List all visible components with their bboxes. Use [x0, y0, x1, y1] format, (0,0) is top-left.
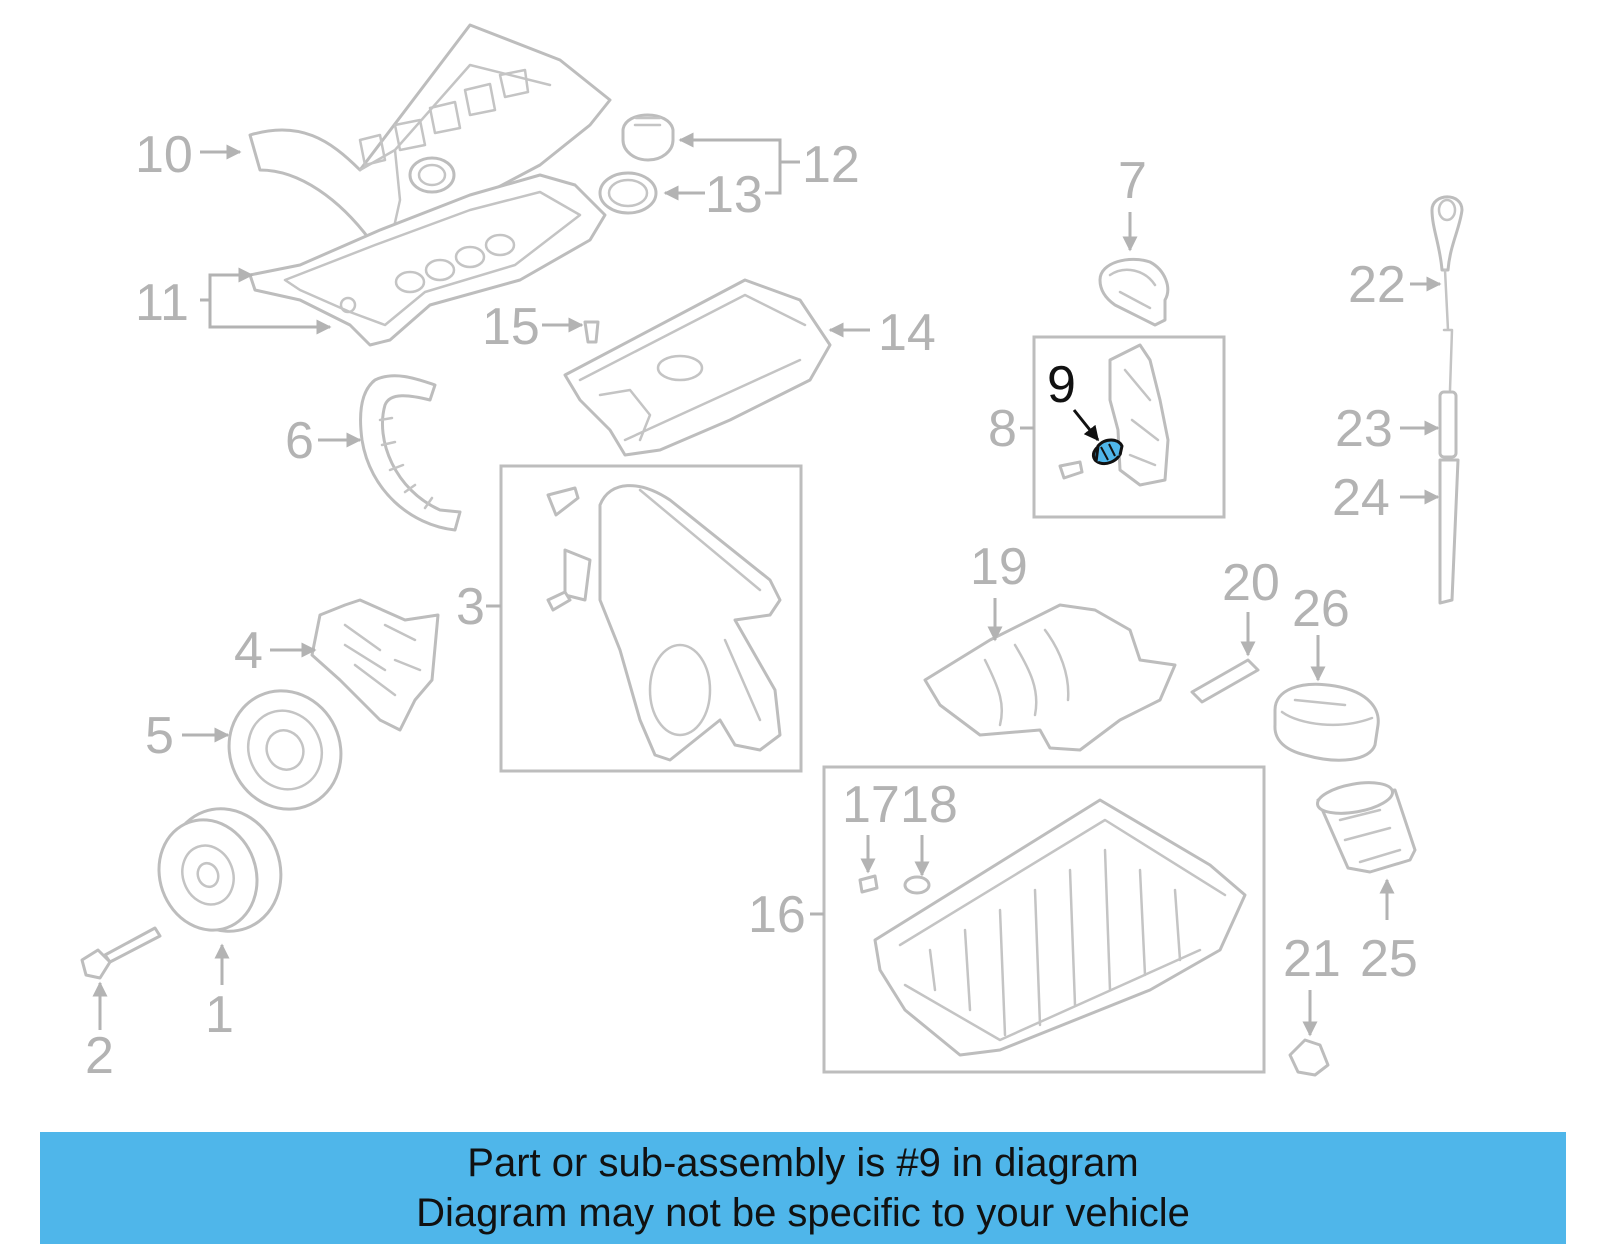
label-10: 10	[135, 126, 193, 184]
part-20-sealant-tube[interactable]	[1190, 658, 1260, 704]
part-9-highlighted-plug[interactable]	[1090, 438, 1124, 467]
part-21-drain-plug[interactable]	[1288, 1038, 1330, 1077]
label-25: 25	[1360, 930, 1418, 988]
caption-line-1: Part or sub-assembly is #9 in diagram	[467, 1141, 1139, 1185]
part-23-dipstick-seal[interactable]	[1438, 390, 1458, 459]
label-16: 16	[748, 886, 806, 944]
label-17: 17	[842, 776, 900, 834]
part-25-oil-filter[interactable]	[1315, 778, 1417, 874]
part-13-cap-seal[interactable]	[598, 171, 658, 215]
part-14-engine-cover[interactable]	[563, 278, 832, 457]
label-26: 26	[1292, 580, 1350, 638]
label-12: 12	[802, 136, 860, 194]
label-23: 23	[1335, 400, 1393, 458]
part-3-timing-cover[interactable]	[546, 484, 782, 762]
label-4: 4	[234, 622, 263, 680]
part-24-dipstick-tube[interactable]	[1438, 458, 1460, 605]
label-24: 24	[1332, 469, 1390, 527]
label-18: 18	[900, 776, 958, 834]
part-26-oil-cooler[interactable]	[1273, 682, 1380, 762]
caption-line-2: Diagram may not be specific to your vehi…	[416, 1191, 1190, 1235]
callout-labels: 10 11 12 13 15 14 6 7 8 9 22 23 24 3 4 5…	[85, 126, 1418, 1085]
label-6: 6	[285, 412, 314, 470]
leader-lines	[92, 132, 1442, 1037]
label-19: 19	[970, 538, 1028, 596]
label-5: 5	[145, 707, 174, 765]
label-8: 8	[988, 400, 1017, 458]
part-8-housing[interactable]	[1058, 343, 1170, 487]
part-4-lower-cover[interactable]	[310, 598, 440, 732]
label-11: 11	[135, 274, 189, 332]
label-1: 1	[205, 986, 234, 1044]
part-1-crank-pulley[interactable]	[144, 793, 298, 947]
part-2-pulley-bolt[interactable]	[80, 926, 162, 980]
label-3: 3	[456, 578, 485, 636]
label-2: 2	[85, 1027, 114, 1085]
part-3-box	[499, 464, 803, 773]
part-7-housing-cap[interactable]	[1098, 257, 1170, 327]
part-22-dipstick[interactable]	[1430, 195, 1464, 392]
part-19-oil-baffle[interactable]	[923, 603, 1177, 752]
label-14: 14	[878, 304, 936, 362]
part-6-cover-seal[interactable]	[359, 374, 462, 532]
part-5-drive-plate[interactable]	[210, 672, 360, 827]
label-15: 15	[482, 298, 540, 356]
label-9-highlighted: 9	[1047, 356, 1076, 414]
part-15-cover-bolt[interactable]	[583, 320, 600, 344]
part-16-oil-pan[interactable]	[858, 798, 1247, 1057]
part-12-oil-filler-cap[interactable]	[621, 113, 675, 162]
label-22: 22	[1348, 256, 1406, 314]
part-10-valve-cover[interactable]	[248, 23, 612, 247]
label-20: 20	[1222, 554, 1280, 612]
part-11-cover-gasket[interactable]	[248, 173, 607, 347]
label-7: 7	[1118, 152, 1147, 210]
caption-banner: Part or sub-assembly is #9 in diagram Di…	[40, 1132, 1566, 1244]
part-16-box	[822, 765, 1266, 1074]
label-13: 13	[705, 166, 763, 224]
label-21: 21	[1283, 930, 1341, 988]
